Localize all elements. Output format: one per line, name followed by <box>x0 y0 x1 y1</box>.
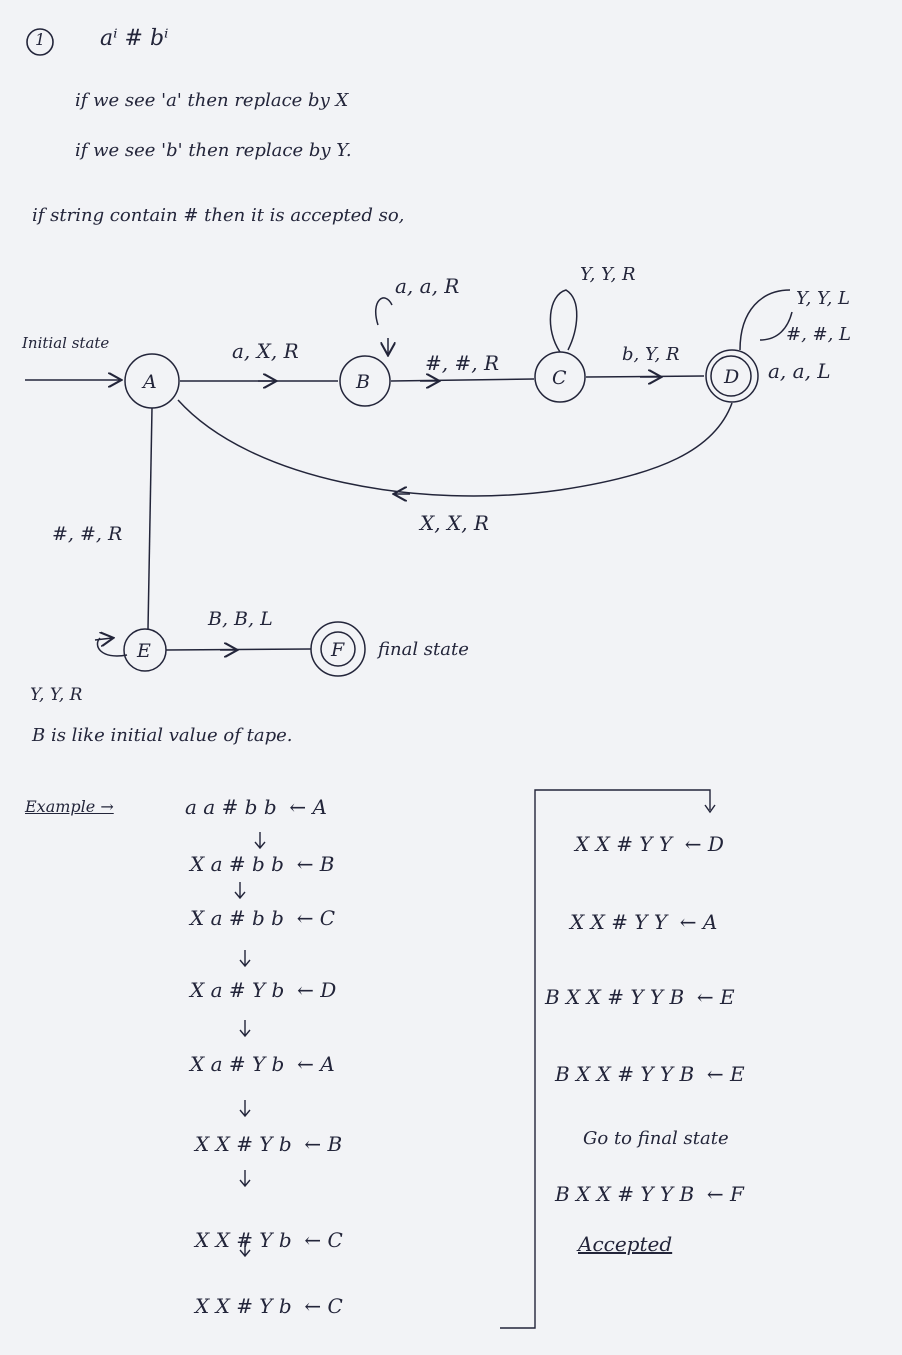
rule-line-1: if we see 'a' then replace by X <box>75 90 349 111</box>
goto-final-text: Go to final state <box>583 1128 729 1149</box>
state-B <box>339 355 391 407</box>
example-label: Example → <box>25 797 114 816</box>
final-state-label: final state <box>376 639 469 660</box>
trace-left-2: X a # b b ← B <box>190 852 335 876</box>
edge-a-e <box>147 407 153 630</box>
state-D-inner <box>710 355 752 397</box>
edge-e-f <box>165 648 312 651</box>
loop-d <box>739 289 791 351</box>
trans-a-b: a, X, R <box>232 339 299 363</box>
trace-left-5: X a # Y b ← A <box>190 1052 335 1076</box>
trans-e-f: B, B, L <box>207 608 273 630</box>
trans-e-loop: Y, Y, R <box>30 685 83 705</box>
label-C: C <box>552 367 567 389</box>
trans-c-loop: Y, Y, R <box>580 264 636 285</box>
trans-c-d: b, Y, R <box>622 344 680 365</box>
label-B: B <box>355 371 370 393</box>
state-F-inner <box>320 631 356 667</box>
trans-a-e: #, #, R <box>52 523 122 545</box>
trace-left-7: X X # Y b ← C <box>195 1228 343 1252</box>
trace-left-8: X X # Y b ← C <box>195 1294 343 1318</box>
state-diagram: A B C D E F Initial state a, X, R a, a, … <box>21 264 851 705</box>
trace-right-final: B X X # Y Y B ← F <box>555 1182 744 1206</box>
trace-right-1: X X # Y Y ← D <box>575 832 724 856</box>
loop-c <box>549 289 578 353</box>
rule-line-2: if we see 'b' then replace by Y. <box>75 140 352 161</box>
trans-d-loop-2: #, #, L <box>786 324 851 345</box>
trace-left-6: X X # Y b ← B <box>195 1132 343 1156</box>
trans-d-loop-1: Y, Y, L <box>796 288 850 309</box>
trace-right-3: B X X # Y Y B ← E <box>545 985 735 1009</box>
question-number-circle <box>26 28 54 56</box>
trace-right-2: X X # Y Y ← A <box>570 910 718 934</box>
connector-line <box>500 789 716 1329</box>
label-F: F <box>330 639 345 661</box>
left-arrows <box>234 832 266 1258</box>
label-D: D <box>723 366 739 388</box>
loop-b <box>375 297 393 326</box>
trace-left-3: X a # b b ← C <box>190 906 336 930</box>
trans-d-a: X, X, R <box>418 511 489 535</box>
initial-state-label: Initial state <box>21 334 109 352</box>
trans-d-loop-3: a, a, L <box>768 359 831 383</box>
label-A: A <box>141 371 157 393</box>
edge-b-c <box>390 378 535 382</box>
edge-d-a <box>177 399 733 497</box>
rule-line-3: if string contain # then it is accepted … <box>32 205 405 226</box>
problem-title: aⁱ # bⁱ <box>100 26 169 51</box>
trans-b-loop: a, a, R <box>395 274 459 298</box>
loop-e <box>96 637 128 657</box>
question-number: 1 <box>35 30 46 49</box>
accepted-text: Accepted <box>578 1232 673 1256</box>
label-E: E <box>136 640 151 662</box>
state-D <box>705 349 759 403</box>
trace-left-4: X a # Y b ← D <box>190 978 337 1002</box>
blank-note: B is like initial value of tape. <box>32 725 293 746</box>
trace-left-1: a a # b b ← A <box>185 795 327 819</box>
trace-right-4: B X X # Y Y B ← E <box>555 1062 745 1086</box>
trans-b-c: #, #, R <box>425 351 499 375</box>
